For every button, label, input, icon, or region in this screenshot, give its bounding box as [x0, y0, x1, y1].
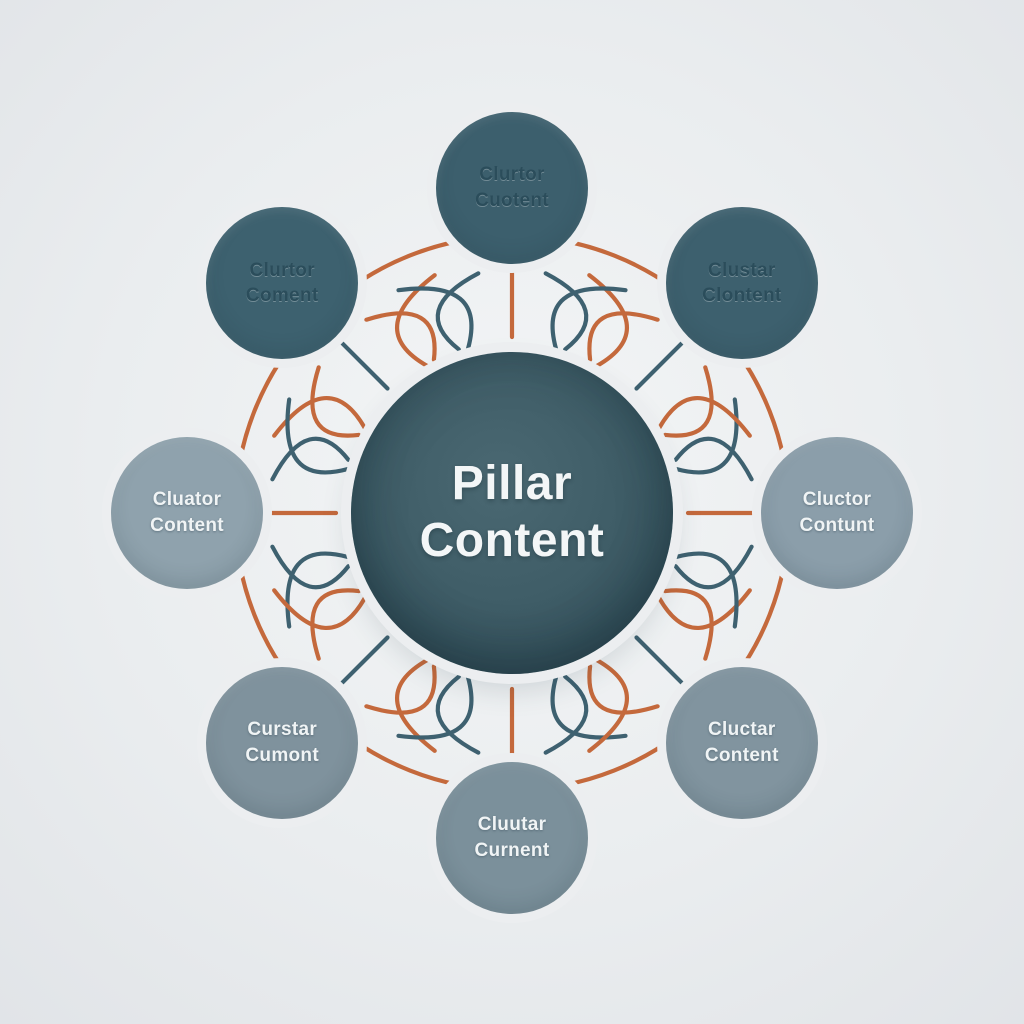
cluster-node-bottom-left: Curstar Cumont: [206, 666, 359, 819]
cluster-node-label: Clurtor Coment: [245, 259, 319, 307]
cluster-node-top-right: Clustar Clontent: [665, 207, 818, 360]
pillar-content-node: Pillar Content: [351, 352, 673, 674]
pillar-content-label: Pillar Content: [419, 457, 605, 567]
cluster-node-top-left: Clurtor Coment: [206, 207, 359, 360]
cluster-node-label: Cluctor Contunt: [799, 489, 875, 536]
cluster-node-bottom: Cluutar Curnent: [436, 762, 588, 914]
cluster-node-label: Clustar Clontent: [702, 259, 782, 307]
cluster-node-label: Clurtor Cuotent: [475, 164, 549, 211]
cluster-node-label: Curstar Cumont: [245, 719, 319, 766]
cluster-node-label: Cluctar Content: [704, 719, 779, 766]
cluster-node-right: Cluctor Contunt: [761, 437, 913, 589]
cluster-node-label: Cluutar Curnent: [474, 814, 550, 861]
cluster-node-label: Cluator Content: [150, 489, 224, 536]
cluster-node-bottom-right: Cluctar Content: [665, 666, 818, 819]
cluster-node-top: Clurtor Cuotent: [436, 112, 588, 264]
cluster-node-left: Cluator Content: [111, 437, 263, 589]
